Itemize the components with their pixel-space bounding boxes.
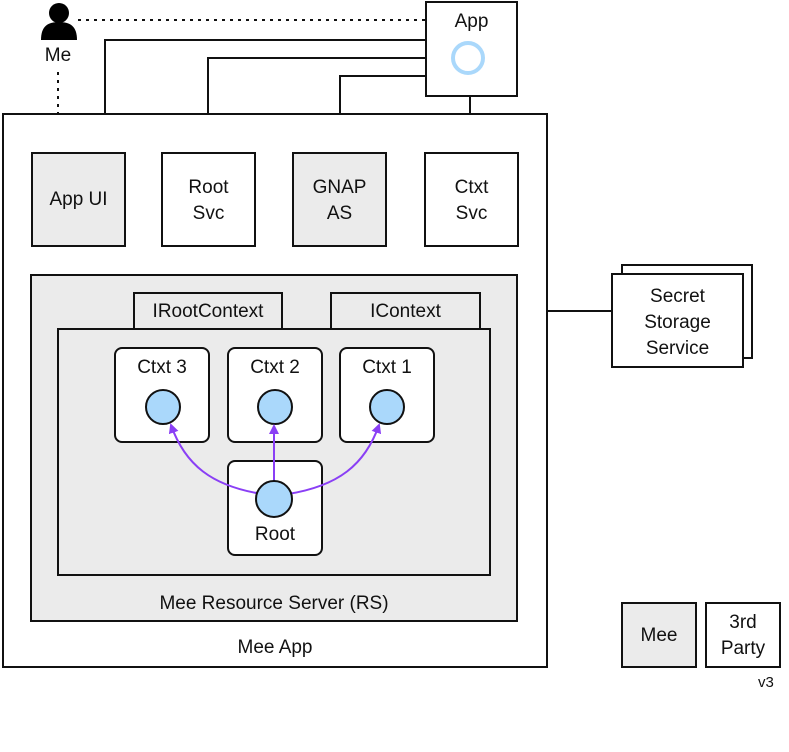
- iroot-context-interface: IRootContext: [133, 292, 283, 330]
- app-ring-icon: [451, 41, 485, 75]
- app-ui-box: App UI: [31, 152, 126, 247]
- context-2-label: Ctxt 2: [250, 357, 300, 378]
- context-1-node-icon: [369, 389, 405, 425]
- context-3-label: Ctxt 3: [137, 357, 187, 378]
- gnap-as-label: GNAP AS: [312, 177, 367, 224]
- secret-storage-label: Secret Storage Service: [644, 286, 711, 359]
- icontext-label: IContext: [370, 301, 441, 322]
- context-3-node-icon: [145, 389, 181, 425]
- iroot-context-label: IRootContext: [152, 301, 264, 322]
- ctxt-svc-label: Ctxt Svc: [454, 177, 489, 224]
- context-2-box: Ctxt 2: [227, 347, 323, 443]
- app-box: App: [425, 1, 518, 97]
- root-label: Root: [254, 524, 296, 545]
- legend-third-party: 3rd Party: [705, 602, 781, 668]
- person-icon: [40, 2, 78, 42]
- root-svc-box: Root Svc: [161, 152, 256, 247]
- resource-server-label: Mee Resource Server (RS): [159, 593, 389, 614]
- app-label: App: [454, 11, 489, 32]
- version-label: v3: [758, 674, 774, 691]
- legend-third-party-label: 3rd Party: [720, 612, 766, 659]
- context-3-box: Ctxt 3: [114, 347, 210, 443]
- root-box: Root: [227, 460, 323, 556]
- mee-app-label: Mee App: [237, 637, 313, 658]
- app-ui-label: App UI: [49, 189, 108, 210]
- context-2-node-icon: [257, 389, 293, 425]
- legend-mee: Mee: [621, 602, 697, 668]
- context-1-box: Ctxt 1: [339, 347, 435, 443]
- icontext-interface: IContext: [330, 292, 481, 330]
- person-label: Me: [44, 45, 72, 66]
- gnap-as-box: GNAP AS: [292, 152, 387, 247]
- root-svc-label: Root Svc: [188, 177, 229, 224]
- secret-storage-box: Secret Storage Service: [611, 273, 744, 368]
- context-1-label: Ctxt 1: [362, 357, 412, 378]
- ctxt-svc-box: Ctxt Svc: [424, 152, 519, 247]
- legend-mee-label: Mee: [640, 625, 678, 646]
